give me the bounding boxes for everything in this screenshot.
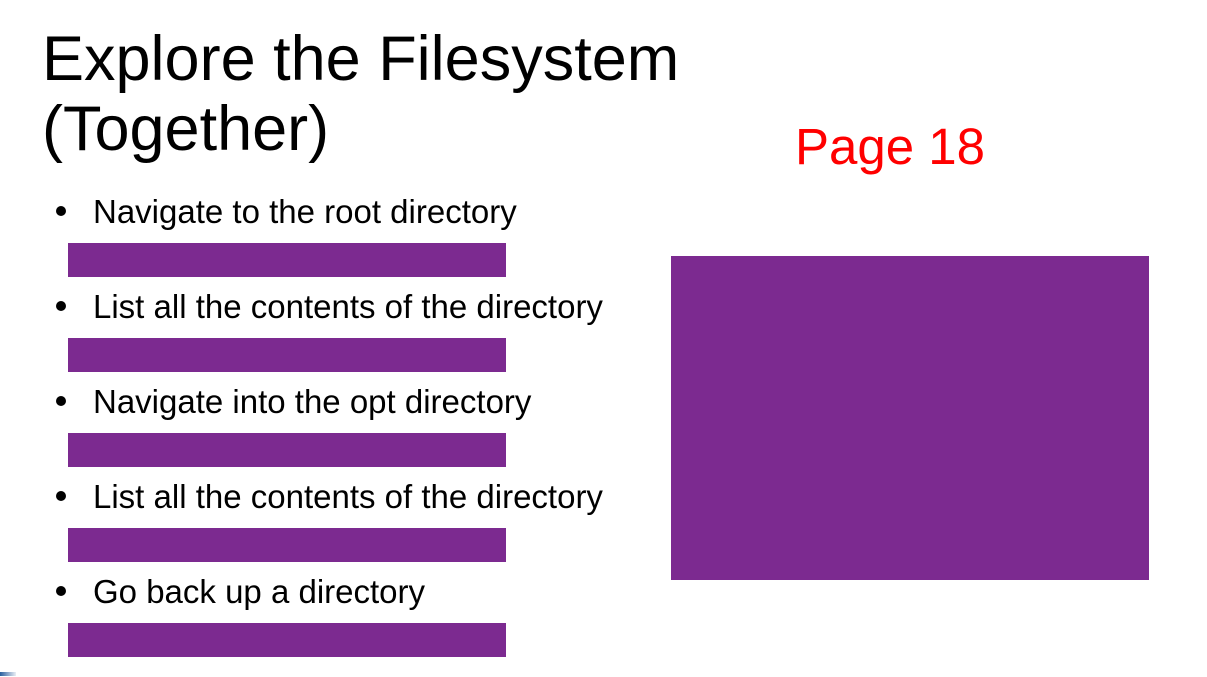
bullet-label: List all the contents of the directory	[93, 288, 603, 325]
bullet-item: Navigate to the root directory	[42, 192, 682, 277]
bullet-icon	[56, 206, 66, 216]
slide-title: Explore the Filesystem (Together)	[42, 24, 679, 164]
slide-title-line1: Explore the Filesystem	[42, 24, 680, 94]
bullet-label: Navigate to the root directory	[93, 193, 517, 230]
bullet-icon	[56, 491, 66, 501]
redaction-bar	[68, 528, 506, 562]
slide-title-line2: (Together)	[42, 94, 330, 164]
bullet-icon	[56, 396, 66, 406]
redaction-bar	[68, 623, 506, 657]
bullet-item: List all the contents of the directory	[42, 287, 682, 372]
bullet-icon	[56, 586, 66, 596]
redaction-bar	[68, 243, 506, 277]
bullet-item: List all the contents of the directory	[42, 477, 682, 562]
corner-logo-fragment	[0, 672, 16, 676]
redaction-bar	[68, 433, 506, 467]
bullet-label: Go back up a directory	[93, 573, 425, 610]
redaction-bar	[68, 338, 506, 372]
bullet-label: List all the contents of the directory	[93, 478, 603, 515]
bullet-label: Navigate into the opt directory	[93, 383, 532, 420]
redaction-rect-large	[671, 256, 1149, 580]
bullet-icon	[56, 301, 66, 311]
bullet-item: Go back up a directory	[42, 572, 682, 657]
page-number-label: Page 18	[795, 118, 986, 175]
bullet-item: Navigate into the opt directory	[42, 382, 682, 467]
